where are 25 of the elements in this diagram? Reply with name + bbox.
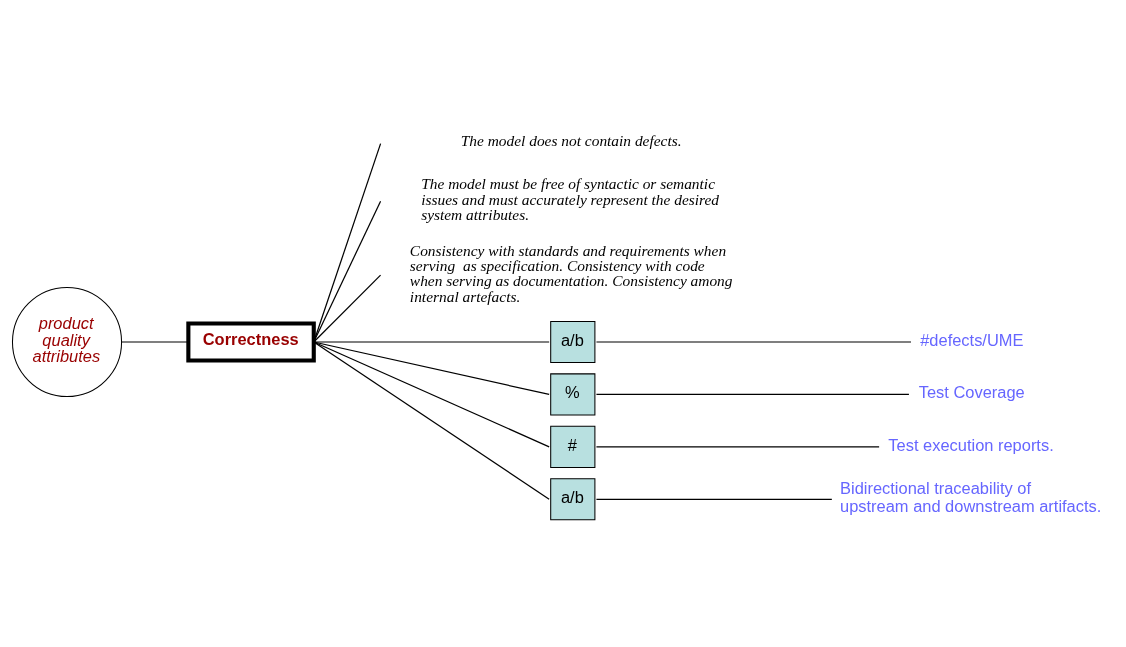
node-box: # bbox=[550, 425, 596, 468]
node-circle: product quality attributes bbox=[11, 286, 123, 398]
node-box: a/b bbox=[550, 478, 596, 521]
connector bbox=[595, 341, 912, 343]
node-box: a/b bbox=[550, 320, 596, 364]
connector bbox=[313, 274, 382, 343]
connector bbox=[313, 341, 550, 500]
node-text: Consistency with standards and requirements when serving as specification. Consistency with code when serving as documentation. Consistency among internal artefacts. bbox=[409, 241, 733, 305]
node-text: #defects/UME bbox=[920, 330, 1024, 349]
connector bbox=[595, 446, 880, 448]
connector bbox=[313, 200, 382, 343]
node-text: Bidirectional traceability of upstream and downstream artifacts. bbox=[840, 478, 1102, 516]
connector bbox=[120, 341, 189, 343]
node-text: The model does not contain defects. bbox=[460, 132, 682, 150]
node-box: Correctness bbox=[186, 321, 316, 363]
connector bbox=[313, 341, 550, 448]
connector bbox=[595, 393, 910, 396]
connector bbox=[313, 143, 382, 343]
node-text: The model must be free of syntactic or semantic issues and must accurately represent the desired system attributes. bbox=[421, 175, 719, 224]
connector bbox=[313, 341, 550, 343]
node-text: Test Coverage bbox=[918, 383, 1025, 402]
node-box: % bbox=[550, 373, 596, 416]
connector bbox=[595, 498, 833, 500]
connector bbox=[313, 341, 550, 396]
node-text: Test execution reports. bbox=[888, 435, 1054, 454]
